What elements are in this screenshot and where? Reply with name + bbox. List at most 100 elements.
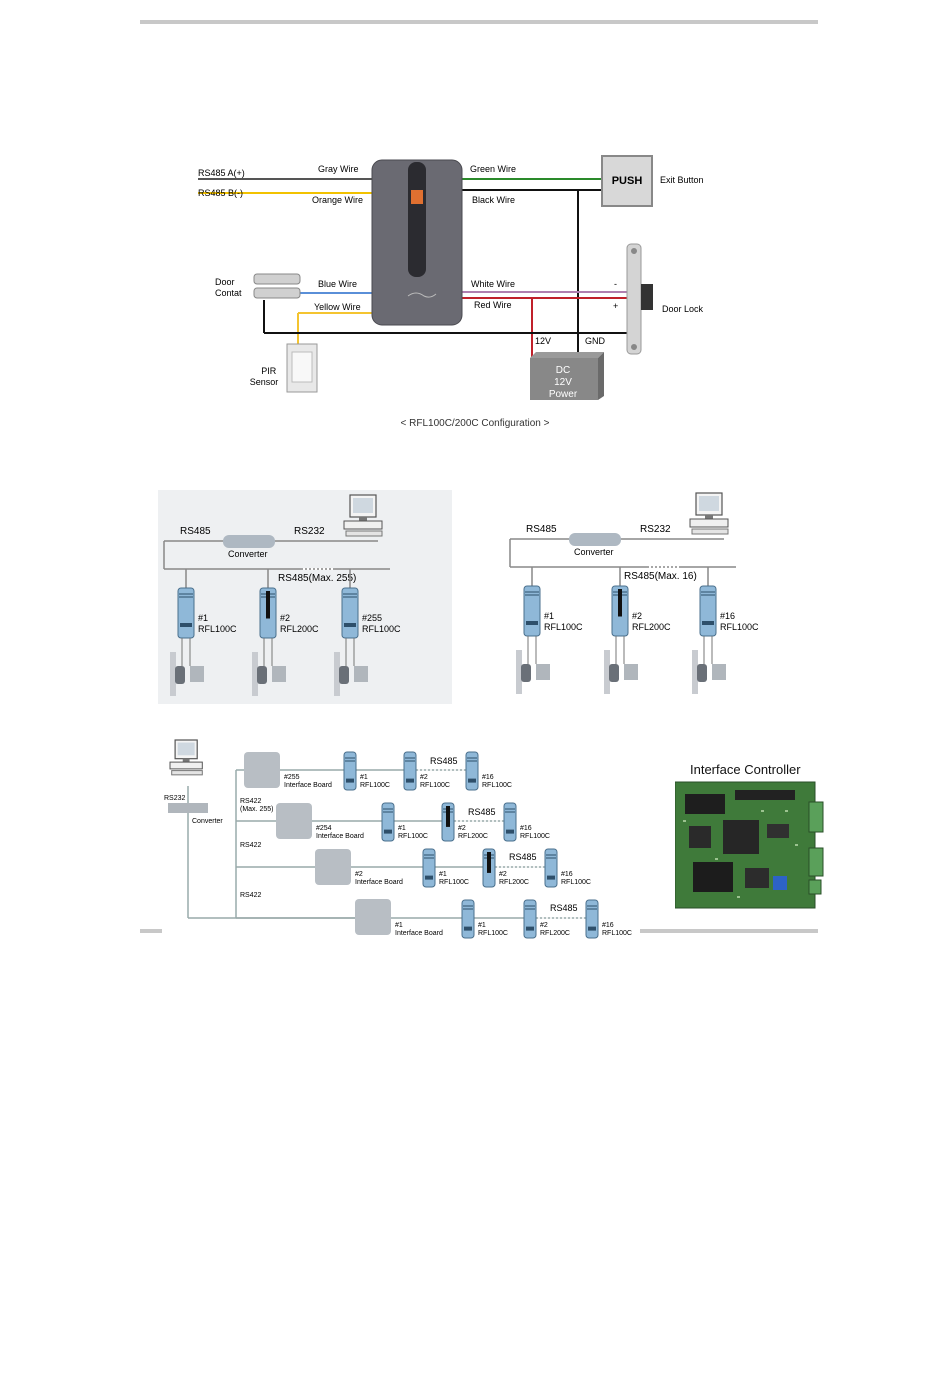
plus-label: +	[613, 301, 618, 311]
board-label: Interface Board	[355, 879, 403, 886]
reader-number: #2	[458, 825, 466, 832]
rs485-label: RS485	[468, 807, 496, 817]
reader-slot	[180, 623, 192, 627]
lock-icon	[609, 664, 619, 682]
button-icon	[536, 664, 550, 680]
reader-number: #16	[561, 871, 573, 878]
reader-window	[487, 852, 491, 873]
monitor-stand	[182, 758, 190, 763]
red-wire-label: Red Wire	[474, 300, 512, 310]
reader-model: RFL200C	[499, 879, 529, 886]
reader-model: RFL200C	[280, 624, 319, 634]
reader-window	[266, 591, 270, 619]
monitor-stand	[705, 515, 713, 519]
reader-model: RFL100C	[544, 622, 583, 632]
lock-icon	[175, 666, 185, 684]
reader-number: #255	[362, 613, 382, 623]
rs232-label: RS232	[164, 795, 186, 802]
door-frame	[170, 652, 176, 696]
computer-base-icon	[689, 518, 729, 528]
reader-slot	[588, 926, 596, 931]
rs485-label: RS485	[550, 903, 578, 913]
bus-label: RS485(Max. 255)	[278, 573, 356, 584]
reader-logo	[407, 292, 437, 298]
reader-model: RFL100C	[602, 930, 632, 937]
reader-number: #1	[398, 825, 406, 832]
rs485-label: RS485	[430, 756, 458, 766]
reader-model: RFL100C	[362, 624, 401, 634]
reader-model: RFL200C	[458, 833, 488, 840]
dc-power-side	[598, 352, 604, 400]
reader-model: RFL200C	[632, 622, 671, 632]
rs485-label: RS485	[509, 852, 537, 862]
board-label: Interface Board	[316, 833, 364, 840]
interface-controller-title: Interface Controller	[690, 762, 801, 777]
reader-number: #2	[420, 774, 428, 781]
keyboard-icon	[171, 770, 203, 776]
board-label: Interface Board	[395, 930, 443, 937]
door-lock-label: Door Lock	[662, 304, 704, 314]
interface-board-icon	[244, 752, 280, 788]
reader-number: #2	[540, 922, 548, 929]
screen	[699, 496, 719, 511]
dc-12v-label: 12V	[554, 377, 572, 388]
reader-number: #1	[360, 774, 368, 781]
minus-label: -	[614, 279, 617, 289]
button-icon	[272, 666, 286, 682]
network-panel-255	[158, 490, 452, 704]
reader-model: RFL100C	[198, 624, 237, 634]
interface-board-icon	[276, 803, 312, 839]
dc-power-box	[530, 358, 598, 400]
bus-label: RS485(Max. 16)	[624, 571, 697, 582]
reader-number: #16	[720, 611, 735, 621]
button-icon	[190, 666, 204, 682]
gnd-label: GND	[585, 336, 606, 346]
door-contact-line2: Contat	[215, 288, 242, 298]
reader-number: #16	[482, 774, 494, 781]
button-icon	[354, 666, 368, 682]
computer-base-icon	[343, 520, 383, 530]
black-wire-label: Black Wire	[472, 195, 515, 205]
computer-base-icon	[169, 761, 203, 770]
reader-number: #2	[280, 613, 290, 623]
rs422-label: RS422	[240, 892, 262, 899]
rs485a-label: RS485 A(+)	[198, 168, 245, 178]
door-frame	[604, 650, 610, 694]
reader-slot	[526, 621, 538, 625]
reader-icon	[177, 587, 195, 639]
wiring-caption: < RFL100C/200C Configuration >	[400, 418, 550, 429]
screen	[353, 498, 373, 513]
converter-label: Converter	[192, 818, 223, 825]
blue-wire-label: Blue Wire	[318, 279, 357, 289]
orange-wire-label: Orange Wire	[312, 195, 363, 205]
door-contact-2	[253, 287, 301, 299]
reader-slot	[425, 875, 433, 880]
reader-icon	[341, 587, 359, 639]
reader-number: #1	[198, 613, 208, 623]
reader-slot	[406, 778, 414, 783]
rs422-max-label-2: (Max. 255)	[240, 806, 273, 813]
button-icon	[624, 664, 638, 680]
converter-label: Converter	[574, 547, 614, 557]
reader-number: #1	[544, 611, 554, 621]
gray-wire-label: Gray Wire	[318, 164, 359, 174]
lock-icon	[521, 664, 531, 682]
reader-number: #2	[632, 611, 642, 621]
bottom-rule-right	[640, 929, 818, 933]
reader-window	[618, 589, 622, 617]
door-frame	[692, 650, 698, 694]
white-wire-label: White Wire	[471, 279, 515, 289]
rs422-label: RS422	[240, 842, 262, 849]
top-rule	[140, 20, 818, 24]
reader-model: RFL100C	[439, 879, 469, 886]
v12-label: 12V	[535, 336, 551, 346]
reader-slot	[506, 829, 514, 834]
push-label: PUSH	[612, 175, 643, 187]
reader-slot	[547, 875, 555, 880]
rs232-label: RS232	[640, 524, 671, 535]
rs232-label: RS232	[294, 526, 325, 537]
converter-icon	[168, 803, 208, 813]
interface-controller-board	[675, 781, 824, 909]
reader-number: #1	[439, 871, 447, 878]
